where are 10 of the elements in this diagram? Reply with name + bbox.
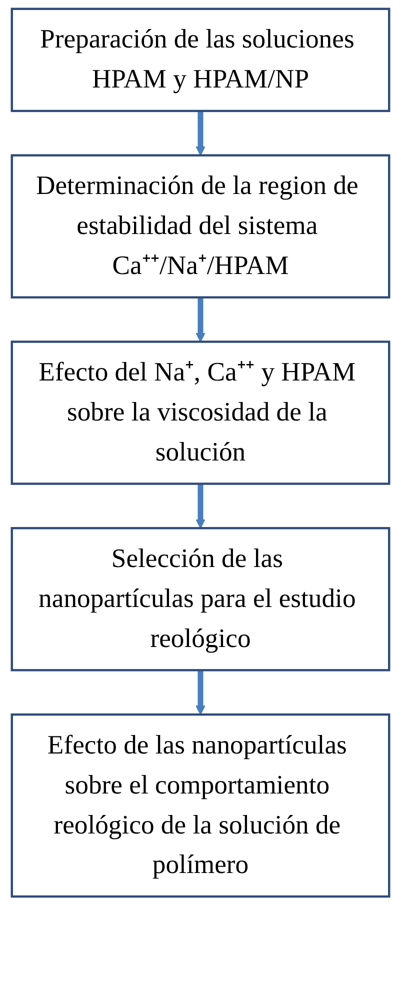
node-box xyxy=(10,8,390,112)
node-box xyxy=(10,154,390,298)
arrow xyxy=(196,670,206,715)
arrow xyxy=(196,297,206,342)
node-box xyxy=(10,340,390,485)
node-box xyxy=(10,527,390,672)
flowchart: Preparación de las soluciones HPAM y HPAM/NP Determinación de la region de estabilidad del sistema Ca⁺⁺/Na⁺/HPAM Efecto del Na⁺, Ca⁺⁺ y HPAM sobre la viscosidad de la solución Selección de las nanopartículas para el estudio reológico Efecto de las nanopartículas sobre el comportamiento reológico de la solución de polímero xyxy=(3,0,398,906)
arrow xyxy=(196,484,206,529)
arrow xyxy=(196,110,206,156)
node-box xyxy=(10,713,390,898)
